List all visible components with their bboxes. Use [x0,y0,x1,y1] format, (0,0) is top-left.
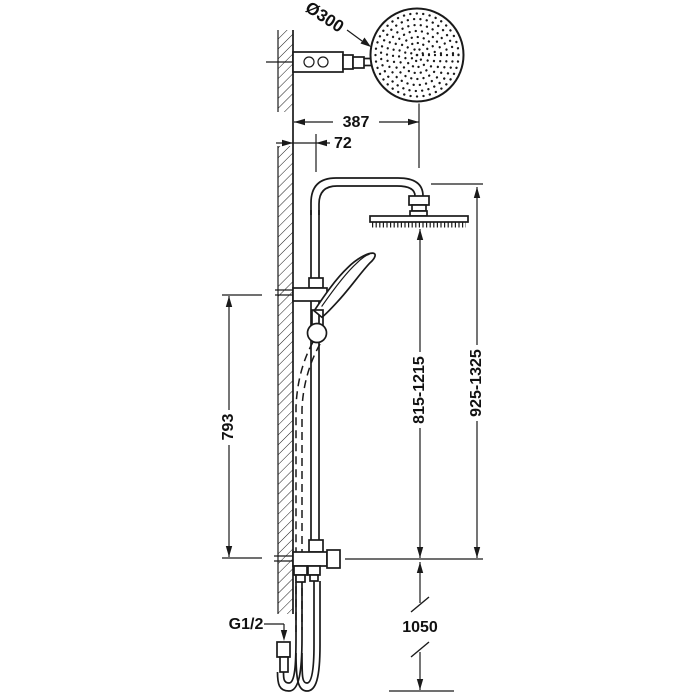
dot-center [415,53,419,57]
arrowhead [416,547,424,558]
dimension-annotations: 387 72 793 815-1215 [220,0,485,692]
dim-label-slide-bar: 793 [220,414,237,441]
dim-thread-size: G1/2 [229,616,288,641]
dim-head-diameter: Ø300 [302,0,371,47]
hose-dashed-right [301,343,321,630]
screw-hole-left [303,56,315,68]
break-mark [410,641,430,658]
outlet-nipple-right [309,574,319,582]
outlet-nipple-left [295,574,306,583]
dim-label-head-diameter: Ø300 [302,0,347,36]
shower-arm-inner [318,185,416,215]
dim-label-wall-offset: 72 [334,135,352,152]
holder-knob [306,322,328,344]
dim-column-range: 925-1325 [468,187,485,558]
wall-hatch-top-view [278,30,293,112]
g12-connector-nipple [279,656,289,673]
dim-handshower-range: 815-1215 [411,229,428,558]
rain-head-disc-side [369,215,469,223]
arrowhead [225,546,233,557]
hose-dashed-left [295,341,314,632]
rain-head-top-view [266,7,465,103]
arrowhead [473,547,481,558]
head-connector-nut [408,195,430,206]
dim-label-handshower-range: 815-1215 [411,356,428,424]
arrowhead [416,229,424,240]
lower-slide-sleeve [308,539,324,553]
outlet-connector-left [293,565,308,576]
arrowhead [408,118,419,126]
arrowhead [416,562,424,573]
arm-collar-plan [342,54,354,70]
head-connector-stem [411,204,427,212]
handshower-hose-outer [295,581,321,692]
g12-connector-body [276,641,291,658]
dim-label-column-range: 925-1325 [468,349,485,417]
diverter-knob [326,549,341,569]
wall-section [277,30,294,614]
hand-shower-face-line [321,253,370,307]
arrowhead [360,37,371,47]
break-mark [410,596,430,613]
dim-arm-reach: 387 [294,114,419,131]
upper-slide-sleeve [308,277,324,289]
dim-supply-height: 1050 [402,562,438,690]
nozzle-dot-pattern [374,12,460,98]
hand-shower-body [313,252,376,319]
dim-label-supply-height: 1050 [402,619,438,636]
wall-hatch-front-view [278,146,293,614]
hand-shower [313,252,376,319]
arrowhead [225,296,233,307]
dim-label-thread-size: G1/2 [229,616,264,633]
screw-hole-right [317,56,329,68]
arrowhead [294,118,305,126]
arrowhead [316,139,327,147]
arrowhead [473,187,481,198]
supply-cross-bar [292,551,328,567]
arrowhead [282,139,293,147]
dim-wall-offset: 72 [276,135,352,152]
supply-hose-inner [282,582,297,684]
shower-arm-outer [310,177,424,215]
arrowhead [416,679,424,690]
handshower-hose-inner [301,581,315,684]
dim-slide-bar: 793 [220,296,237,557]
outlet-connector-right [307,565,321,576]
dim-label-arm-reach: 387 [343,114,370,131]
arrowhead [280,630,288,641]
shower-column-front-view [274,177,469,692]
arm-joint-plan [352,56,365,69]
